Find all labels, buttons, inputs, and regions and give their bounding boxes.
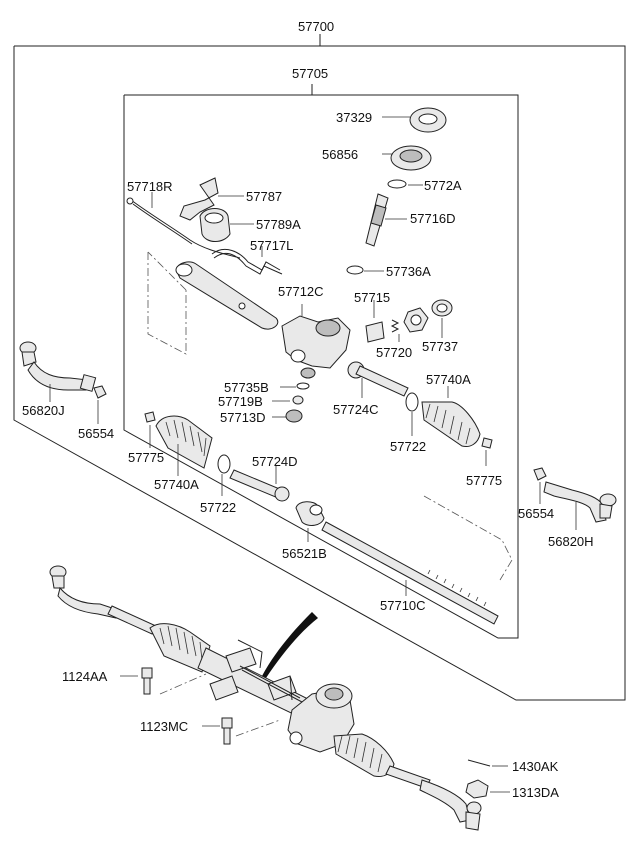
label-57700: 57700: [298, 19, 334, 34]
feed-tube-57718R: [126, 192, 241, 259]
label-57735B: 57735B: [224, 380, 269, 395]
label-57740A-left: 57740A: [154, 477, 199, 492]
inner-tie-rod-57724D: [229, 466, 290, 502]
tie-rod-end-56820J: [19, 341, 97, 402]
label-57722-right: 57722: [390, 439, 426, 454]
inner-gear-box-frame: [123, 84, 519, 639]
seal-cap: [300, 367, 316, 379]
label-57713D: 57713D: [220, 410, 266, 425]
bracket-57787: [179, 177, 244, 221]
bearing-37329: [382, 107, 447, 133]
label-57705: 57705: [292, 66, 328, 81]
label-57715: 57715: [354, 290, 390, 305]
clip-57775-left: [144, 411, 156, 448]
label-57717L: 57717L: [250, 238, 293, 253]
label-37329: 37329: [336, 110, 372, 125]
label-1124AA: 1124AA: [62, 669, 108, 684]
label-57724C: 57724C: [333, 402, 379, 417]
dust-boot-57740A-right: [421, 386, 481, 447]
label-56521B: 56521B: [282, 546, 327, 561]
label-57740A-right: 57740A: [426, 372, 471, 387]
label-1123MC: 1123MC: [140, 719, 188, 734]
label-57775-left: 57775: [128, 450, 164, 465]
castle-nut-1313DA: [465, 779, 510, 799]
housing-tube-57712C: [175, 261, 279, 330]
label-56820H: 56820H: [548, 534, 594, 549]
dash-leaders-bottom: [159, 673, 281, 737]
rack-bar-57710C: [321, 521, 499, 625]
assembled-gear-box: [49, 565, 482, 831]
label-57787: 57787: [246, 189, 282, 204]
label-56554-left: 56554: [78, 426, 114, 441]
washer-57719B: [272, 395, 304, 405]
label-1313DA: 1313DA: [512, 785, 559, 800]
construction-lines: [147, 251, 513, 581]
snap-ring-57736A: [346, 265, 384, 275]
boot-clamp-57722-left: [217, 454, 231, 496]
gear-housing-57712C: [281, 304, 351, 369]
o-ring-57735B: [280, 382, 310, 390]
label-57719B: 57719B: [218, 394, 263, 409]
label-57716D: 57716D: [410, 211, 456, 226]
tie-rod-end-56820H: [543, 481, 617, 530]
label-56856: 56856: [322, 147, 358, 162]
clip-57775-right: [481, 437, 493, 466]
label-57720: 57720: [376, 345, 412, 360]
label-5772A: 5772A: [424, 178, 462, 193]
inner-tie-rod-57724C: [347, 361, 409, 398]
label-56820J: 56820J: [22, 403, 65, 418]
rack-bushing-56521B: [295, 501, 325, 542]
pinion-57716D: [365, 193, 407, 247]
yoke-plug-56856: [382, 145, 432, 171]
bolt-1123MC: [202, 717, 233, 745]
label-1430AK: 1430AK: [512, 759, 559, 774]
feed-tube-57717L: [211, 246, 283, 275]
lock-nut-56554-right: [533, 467, 547, 504]
bushing-57789A: [199, 208, 254, 242]
support-yoke-57715: [365, 300, 385, 343]
dust-boot-57740A-left: [155, 415, 213, 476]
cotter-pin-1430AK: [467, 759, 508, 767]
boot-clamp-57722-right: [405, 392, 419, 436]
oil-seal-57713D: [272, 409, 303, 423]
label-57718R: 57718R: [127, 179, 173, 194]
label-57736A: 57736A: [386, 264, 431, 279]
part-labels: 57700 57705 37329 56856 5772A 57716D 577…: [22, 19, 594, 800]
label-57789A: 57789A: [256, 217, 301, 232]
spring-57720: [390, 319, 400, 342]
label-57710C: 57710C: [380, 598, 426, 613]
label-57712C: 57712C: [278, 284, 324, 299]
outer-assembly-frame: [13, 34, 626, 701]
lock-nut-56554-left: [93, 385, 107, 424]
bolt-1124AA: [120, 667, 153, 695]
label-57737: 57737: [422, 339, 458, 354]
label-56554-right: 56554: [518, 506, 554, 521]
lock-nut-57737: [403, 299, 453, 338]
label-57775-right: 57775: [466, 473, 502, 488]
label-57724D: 57724D: [252, 454, 298, 469]
label-57722-left: 57722: [200, 500, 236, 515]
o-ring-5772A: [387, 179, 423, 189]
